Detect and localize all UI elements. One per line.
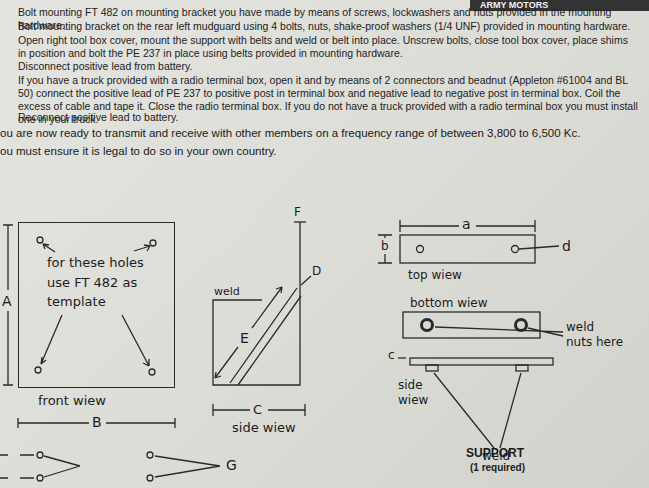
view-caption: bottom wiew [410,296,488,311]
dimension-letter: D [312,264,321,279]
closing-note: ou are now ready to transmit and receive… [0,126,580,140]
view-caption: side wiew [398,378,440,408]
part-subtitle: (1 required) [470,462,525,475]
dimension-letter: B [92,414,102,432]
instruction-line: Reconnect positive lead to battery. [18,111,178,124]
dimension-letter: F [294,205,301,220]
weld-note: weld [214,285,240,299]
template-note: for these holes use FT 482 as template [47,253,149,312]
closing-note: ou must ensure it is legal to do so in y… [0,144,277,158]
weld-note: weld nuts here [566,320,624,350]
dimension-letter: C [253,402,262,418]
dimension-letter: d [562,238,571,256]
dimension-letter: c [388,348,395,363]
dimension-letter: A [2,293,12,311]
template-plate: for these holes use FT 482 as template [18,222,175,388]
dimension-letter: b [381,239,389,254]
view-caption: side wiew [232,420,296,436]
part-title: SUPPORT [466,446,524,461]
instruction-line: Disconnect positive lead from battery. [18,60,192,73]
callout-letter: G [226,457,237,475]
dimension-letter: E [240,330,249,348]
view-caption: top wiew [408,268,462,283]
view-caption: front wiew [38,393,106,409]
instruction-line: Bolt mounting bracket on the rear left m… [18,20,638,33]
instruction-line: Open right tool box cover, mount the sup… [18,34,633,60]
dimension-letter: a [462,216,471,234]
